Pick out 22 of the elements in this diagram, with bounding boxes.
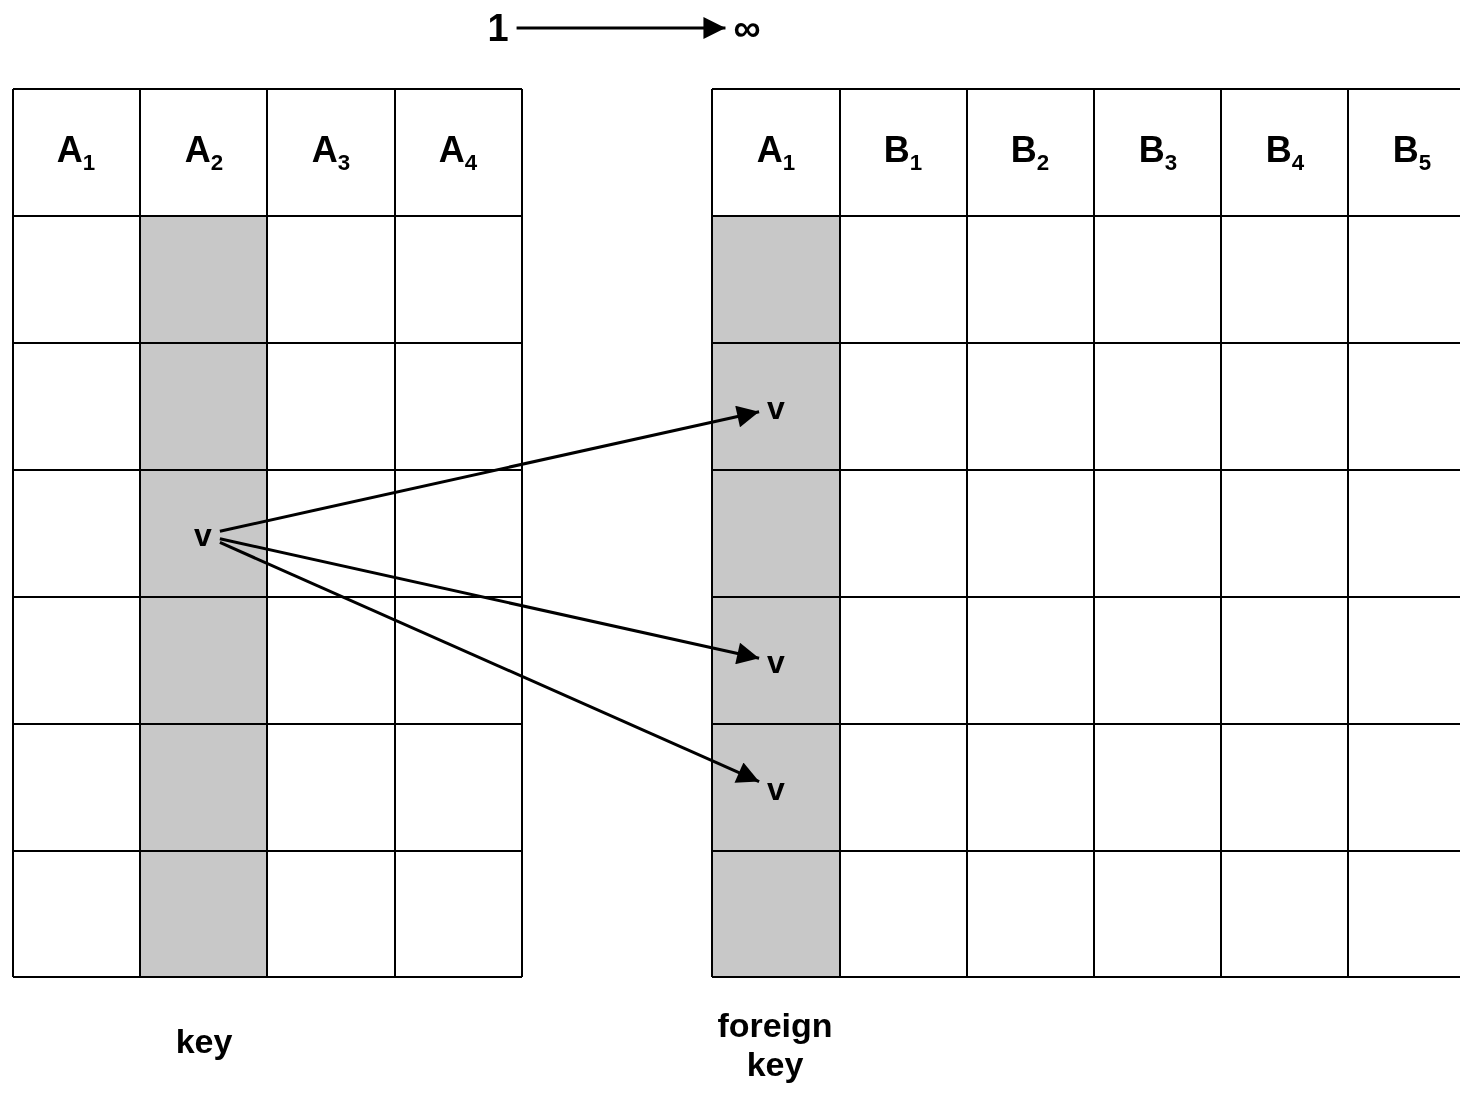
column-header: A$_{1}$: [56, 128, 96, 176]
arrow: [219, 405, 760, 533]
column-header: A$_{2}$: [184, 128, 224, 176]
key-label: key: [175, 1022, 233, 1062]
foreign-key-label: foreign key: [716, 1005, 834, 1085]
cardinality-label: ∞: [731, 9, 763, 47]
column-header: B$_{5}$: [1392, 128, 1432, 176]
column-header: B$_{2}$: [1010, 128, 1050, 176]
value-label: v: [765, 646, 787, 678]
arrow: [516, 17, 726, 39]
value-label: v: [192, 519, 214, 551]
column-header: B$_{4}$: [1265, 128, 1305, 176]
value-label: v: [765, 773, 787, 805]
column-header: A$_{1}$: [756, 128, 796, 176]
arrow: [219, 537, 760, 665]
column-header: B$_{1}$: [883, 128, 923, 176]
column-header: A$_{3}$: [311, 128, 351, 176]
column-header: A$_{4}$: [438, 128, 478, 176]
value-label: v: [765, 392, 787, 424]
column-header: B$_{3}$: [1138, 128, 1178, 176]
arrow: [219, 541, 760, 783]
cardinality-label: 1: [485, 9, 511, 47]
